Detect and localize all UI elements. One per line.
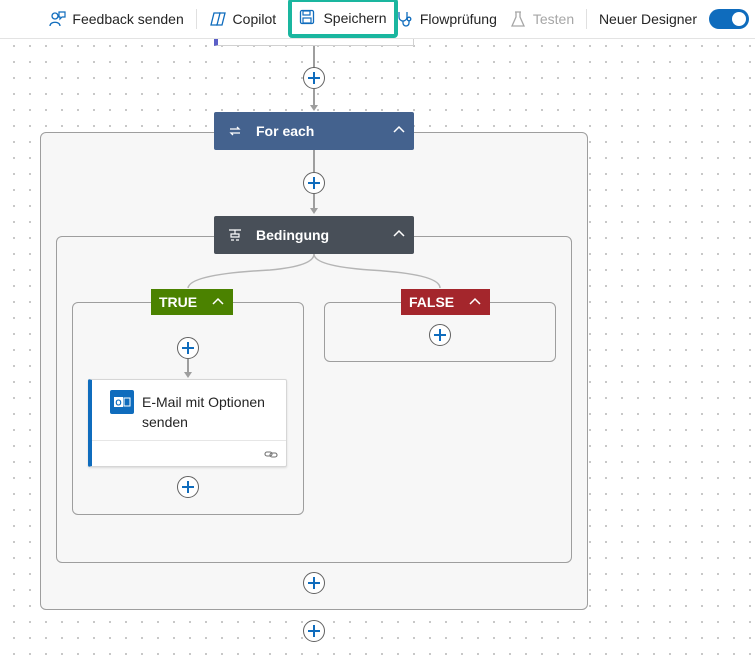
chevron-up-icon[interactable] [468, 295, 482, 309]
person-feedback-icon [48, 10, 67, 28]
connector-arrow [310, 208, 318, 214]
false-branch-header[interactable]: FALSE [401, 289, 491, 315]
connector-line [313, 46, 315, 68]
add-step-button[interactable] [429, 324, 451, 346]
feedback-button[interactable]: Feedback senden [42, 0, 189, 38]
svg-text:O: O [115, 399, 121, 408]
condition-icon [228, 228, 242, 242]
feedback-label: Feedback senden [72, 11, 184, 27]
new-designer-toggle[interactable] [709, 9, 749, 29]
toolbar-divider [586, 9, 587, 29]
toolbar-divider [195, 9, 197, 29]
save-label: Speichern [323, 10, 387, 26]
outlook-icon: O [110, 390, 134, 414]
true-branch-header[interactable]: TRUE [151, 289, 234, 315]
condition-action[interactable]: Bedingung [214, 216, 414, 254]
connector-arrow [310, 105, 318, 111]
loop-icon [228, 124, 242, 138]
add-step-button[interactable] [177, 337, 199, 359]
new-designer-toggle-group: Neuer Designer [593, 0, 755, 38]
flowcheck-button[interactable]: Flowprüfung [390, 0, 503, 38]
connector-line [313, 150, 315, 172]
add-step-button[interactable] [303, 172, 325, 194]
flowcheck-label: Flowprüfung [419, 11, 497, 27]
save-icon [299, 9, 317, 27]
email-card-footer [92, 440, 286, 467]
chevron-up-icon[interactable] [392, 227, 406, 241]
copilot-icon [209, 10, 227, 28]
stethoscope-icon [396, 10, 414, 28]
false-label: FALSE [409, 294, 455, 310]
add-step-button[interactable] [177, 476, 199, 498]
link-icon [264, 447, 278, 461]
foreach-action[interactable]: For each [214, 112, 414, 150]
email-action-label: E-Mail mit Optionen senden [142, 394, 265, 430]
chevron-up-icon[interactable] [392, 123, 406, 137]
test-button[interactable]: Testen [503, 0, 580, 38]
true-label: TRUE [159, 294, 198, 310]
test-label: Testen [532, 11, 575, 27]
add-step-button[interactable] [303, 620, 325, 642]
add-step-button[interactable] [303, 67, 325, 89]
copilot-label: Copilot [232, 11, 277, 27]
connector-line [313, 194, 315, 210]
connector-line [187, 359, 189, 373]
chevron-up-icon[interactable] [211, 295, 225, 309]
beaker-icon [509, 10, 527, 28]
foreach-label: For each [256, 123, 315, 139]
connector-line [313, 89, 315, 107]
condition-label: Bedingung [256, 227, 330, 243]
save-button[interactable]: Speichern [288, 0, 398, 38]
add-step-in-loop-button[interactable] [303, 572, 325, 594]
copilot-button[interactable]: Copilot [203, 0, 283, 38]
new-designer-label: Neuer Designer [598, 11, 697, 27]
send-email-options-action[interactable]: O E-Mail mit Optionen senden [88, 379, 287, 467]
connector-arrow [184, 372, 192, 378]
